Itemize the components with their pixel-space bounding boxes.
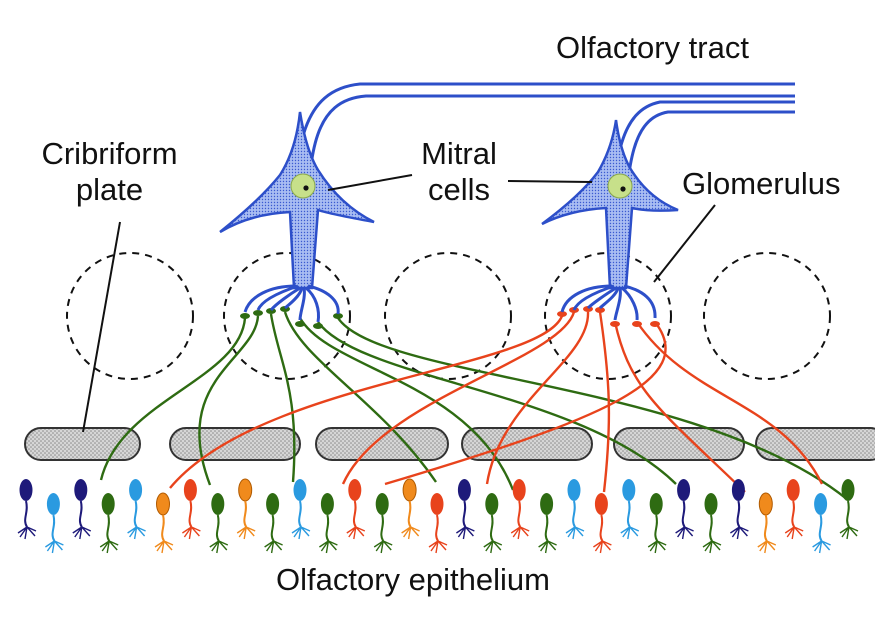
receptor-neuron-navy [456,479,475,540]
glomeruli [66,252,831,380]
receptor-neuron-green [319,493,338,554]
receptor-neuron-orange [236,478,256,540]
receptor-neuron-red [784,479,804,540]
receptor-neuron-lightblue [812,493,831,554]
receptor-neuron-green [702,493,722,554]
glomerulus-label: Glomerulus [682,166,841,201]
nucleus [607,173,633,199]
cribriform-bar [613,427,745,461]
cribriform-label-line2: plate [75,171,144,207]
receptor-neuron-lightblue [620,479,640,540]
glomerulus-circle [544,252,672,380]
receptor-neuron-lightblue [291,479,311,540]
receptor-neuron-red [346,479,366,540]
receptor-neuron-navy [17,479,37,540]
receptor-neuron-green [538,493,557,554]
cribriform-leader-line [82,221,121,433]
receptor-neurons [17,478,859,554]
mitral-leader-line-right [507,180,593,183]
glomerulus-circle [384,252,512,380]
glomerulus-circle [223,252,351,380]
receptor-neuron-green [373,493,393,554]
receptor-neuron-green [209,493,229,554]
receptor-neuron-navy [72,479,92,540]
cribriform-bar [169,427,301,461]
receptor-neuron-lightblue [565,479,585,540]
olfactory-epithelium-label: Olfactory epithelium [276,562,550,597]
cribriform-label-line1: Cribriform [41,136,178,171]
receptor-neuron-navy [675,479,694,540]
mitral-cell-left [219,111,375,323]
cribriform-bar [461,427,593,461]
receptor-neuron-red [182,479,201,540]
glomerulus-circle [703,252,831,380]
mitral-cell-right [541,119,679,321]
mitral-leader-line-left [327,174,413,191]
receptor-neuron-orange [154,492,174,554]
green-axons [99,311,849,501]
receptor-neuron-orange [757,492,777,554]
receptor-neuron-green [839,479,859,540]
cribriform-plate [24,427,875,461]
receptor-neuron-red [593,493,612,554]
green-terminals [240,306,343,329]
receptor-neuron-navy [730,479,749,540]
receptor-neuron-green [264,493,283,554]
cribriform-bar [24,427,141,461]
mitral-cells-label: Mitral cells [404,136,514,207]
receptor-neuron-lightblue [127,479,146,540]
receptor-neuron-green [483,493,503,554]
cribriform-bar [315,427,449,461]
receptor-neuron-green [99,493,119,554]
cribriform-plate-label: Cribriform plate [22,136,197,207]
leader-lines [82,174,716,433]
receptor-neuron-red [428,493,448,554]
olfactory-tract-label: Olfactory tract [556,30,749,65]
nucleus [290,173,316,199]
mitral-label-line1: Mitral [421,136,497,171]
red-axons [169,311,824,493]
mitral-label-line2: cells [427,171,490,207]
olfactory-tract-fibers [290,82,795,233]
receptor-neuron-red [510,479,530,540]
glomerulus-leader-line [653,204,716,283]
receptor-neuron-lightblue [45,493,64,554]
glomerulus-circle [66,252,194,380]
receptor-neuron-orange [401,478,420,540]
receptor-neuron-green [647,493,667,554]
